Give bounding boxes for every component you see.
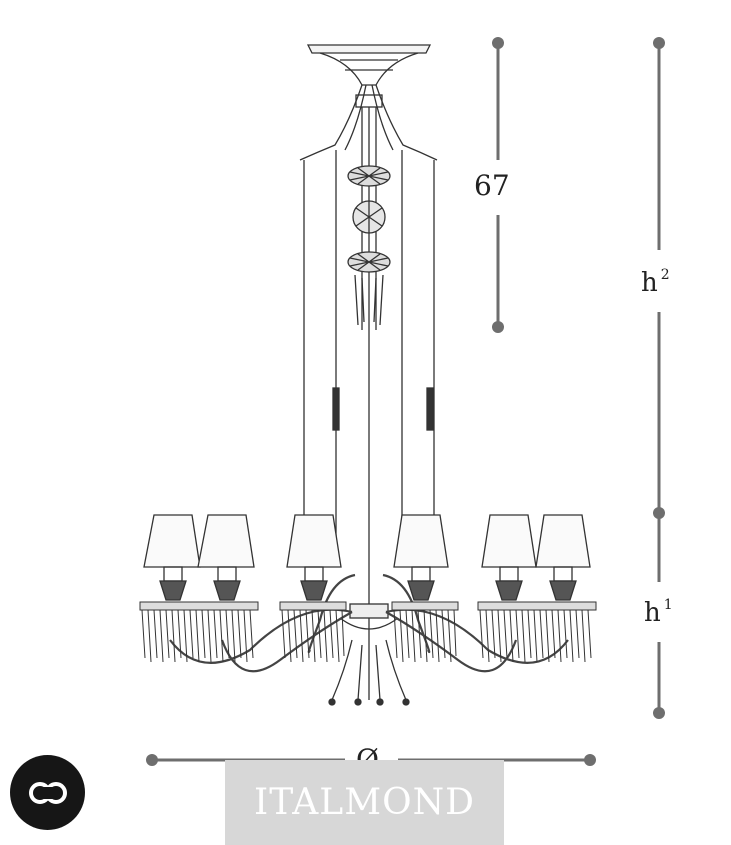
crystal-fringes	[139, 601, 597, 663]
lamp-2	[197, 514, 255, 601]
watermark: ITALMOND	[225, 760, 504, 845]
dim-h2-top-dot	[653, 37, 665, 49]
upper-arm-left	[299, 84, 363, 161]
dim-dia-right-dot	[584, 754, 596, 766]
upper-arm-right	[375, 84, 438, 161]
dim-h1-bottom-dot	[653, 707, 665, 719]
cc-badge-button[interactable]	[10, 755, 85, 830]
dim-67-bottom-dot	[492, 321, 504, 333]
canopy-flare	[319, 52, 419, 86]
cc-icon	[28, 781, 67, 804]
chandelier	[139, 44, 597, 706]
lamp-5	[481, 514, 537, 601]
rod-ornament-left	[332, 387, 340, 431]
bottom-spokes	[331, 639, 407, 701]
central-hub	[349, 603, 389, 619]
lamp-1	[143, 514, 201, 601]
rod-ornament-right	[426, 387, 434, 431]
lamp-6	[535, 514, 591, 601]
collar	[355, 94, 383, 108]
lamp-units	[143, 514, 591, 601]
dimension-label-67: 67	[474, 169, 510, 202]
lamp-4	[393, 514, 449, 601]
dim-dia-left-dot	[146, 754, 158, 766]
ceiling-canopy	[306, 44, 432, 54]
dim-67-top-dot	[492, 37, 504, 49]
lamp-3	[286, 514, 342, 601]
